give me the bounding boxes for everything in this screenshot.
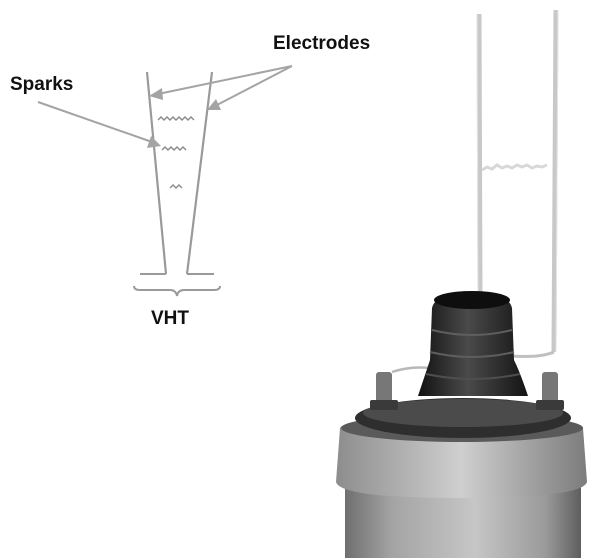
arrow-electrodes-left — [157, 65, 293, 95]
right-wire-edge — [555, 9, 559, 353]
left-wire — [476, 13, 483, 301]
ht-tower — [418, 292, 528, 396]
spark-3 — [169, 184, 183, 189]
vht-brace — [133, 285, 221, 297]
arrow-electrodes-right — [214, 65, 293, 107]
spark-between-wires — [481, 163, 548, 172]
left-terminal-nut — [370, 400, 398, 410]
arrowhead-sparks — [147, 136, 161, 148]
arrowhead-electrodes-right — [207, 99, 221, 110]
ht-tower-rib-2 — [429, 351, 515, 358]
right-wire — [551, 9, 559, 353]
right-terminal-nut — [536, 400, 564, 410]
spark-coil-photo — [336, 9, 587, 558]
ht-tower-rib-1 — [431, 329, 513, 336]
spark-2 — [161, 146, 187, 151]
right-terminal — [542, 372, 558, 408]
left-terminal — [376, 372, 392, 408]
arrowhead-electrodes-left — [149, 88, 163, 100]
ht-tower-rib-3 — [425, 373, 521, 380]
coil-top-plate-highlight — [363, 399, 563, 427]
electrodes-label: Electrodes — [273, 33, 371, 54]
right-electrode — [185, 71, 214, 275]
arrows — [37, 65, 293, 148]
arrow-sparks — [37, 101, 153, 143]
vht-label: VHT — [151, 308, 189, 329]
sparks-label: Sparks — [10, 74, 74, 95]
spark-gap-diagram — [133, 71, 221, 297]
ht-tower-top — [434, 291, 510, 309]
right-wire-lead — [511, 350, 555, 358]
left-electrode — [145, 71, 168, 275]
left-wire-edge — [476, 13, 479, 301]
left-wire-lead — [391, 366, 431, 374]
spark-1 — [157, 116, 195, 121]
